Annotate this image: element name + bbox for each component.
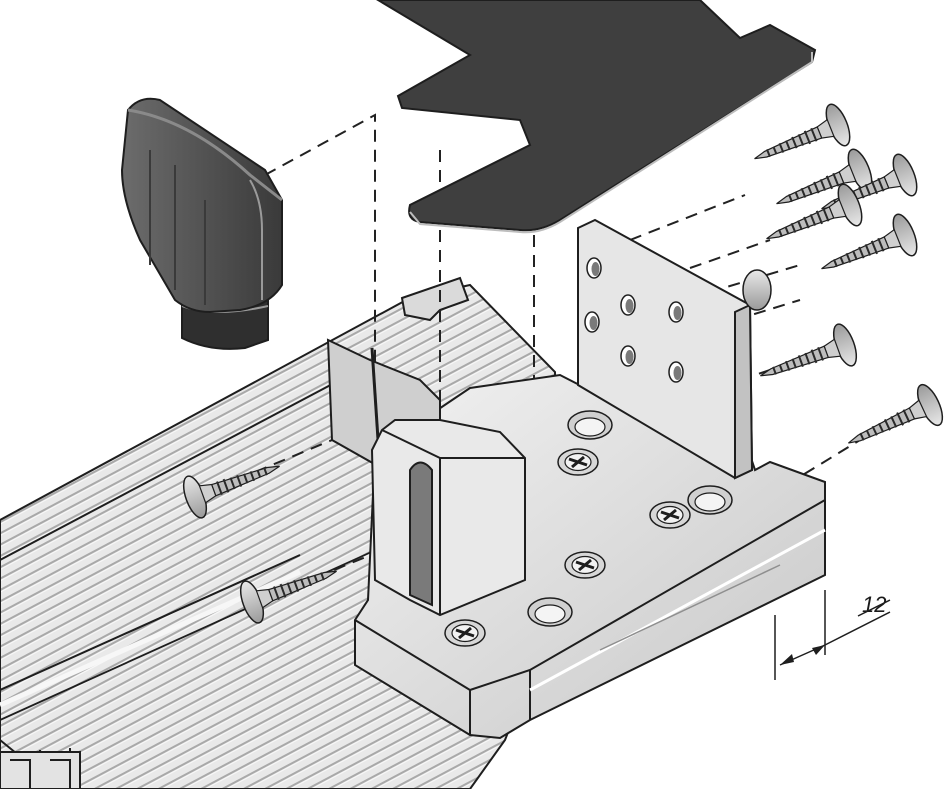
dimension-annotation: 12 <box>774 590 891 680</box>
screws <box>178 100 948 627</box>
dimension-label: 12 <box>862 592 886 617</box>
gasket-plate <box>376 0 817 234</box>
screw-head-behind <box>742 269 772 311</box>
end-cap <box>120 97 283 350</box>
wedge-clip <box>326 338 526 617</box>
